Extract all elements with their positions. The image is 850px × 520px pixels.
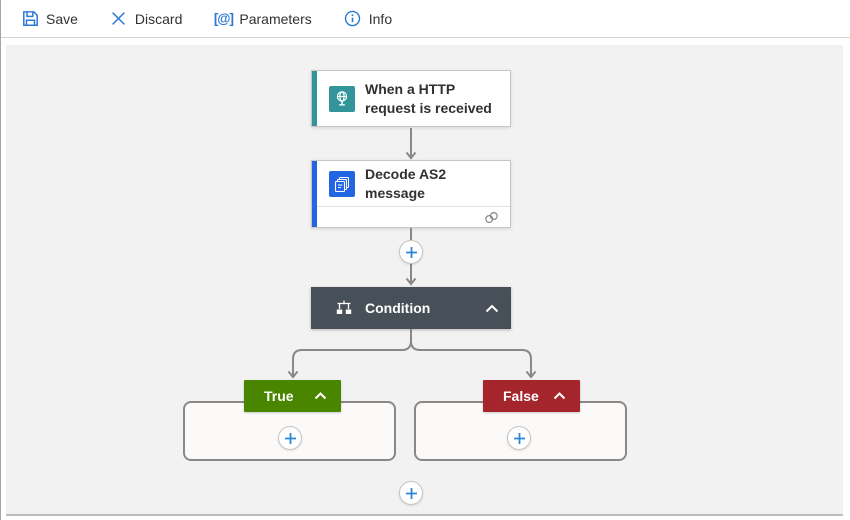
parameters-icon: [@] [213, 11, 234, 26]
condition-title: Condition [365, 300, 431, 316]
decode-as2-icon [329, 170, 355, 197]
add-action-true-button[interactable] [278, 426, 302, 450]
connection-link-icon[interactable] [483, 211, 500, 224]
true-collapse-chevron-icon[interactable] [314, 392, 327, 400]
discard-label: Discard [134, 10, 183, 27]
condition-card[interactable]: Condition [311, 287, 511, 329]
action-title: Decode AS2 message [365, 165, 447, 201]
action-card-footer [317, 206, 510, 227]
action-accent-bar [312, 161, 317, 227]
true-branch-label[interactable]: True [244, 380, 341, 412]
action-card-decode-as2[interactable]: Decode AS2 message [311, 160, 511, 228]
condition-collapse-chevron-icon[interactable] [485, 304, 499, 313]
trigger-title: When a HTTP request is received [365, 80, 492, 116]
info-label: Info [368, 10, 393, 27]
workflow-canvas: When a HTTP request is received Decode A… [6, 45, 843, 516]
false-collapse-chevron-icon[interactable] [553, 392, 566, 400]
false-label-text: False [503, 388, 539, 404]
save-label: Save [46, 10, 78, 27]
trigger-accent-bar [312, 71, 317, 126]
info-button[interactable]: Info [342, 4, 394, 34]
add-step-bottom-button[interactable] [399, 481, 423, 505]
condition-icon [335, 300, 353, 316]
connector-condition-split [287, 329, 537, 379]
save-icon [21, 10, 39, 28]
connector-trigger-to-action [405, 128, 417, 160]
parameters-label: Parameters [239, 10, 312, 27]
true-label-text: True [264, 388, 294, 404]
false-branch-label[interactable]: False [483, 380, 580, 412]
insert-step-button[interactable] [399, 240, 423, 264]
discard-icon [110, 10, 128, 28]
info-icon [344, 10, 362, 28]
designer-toolbar: Save Discard [@] Parameters Info [1, 0, 850, 38]
parameters-button[interactable]: [@] Parameters [212, 4, 313, 34]
http-request-icon [329, 85, 355, 112]
discard-button[interactable]: Discard [108, 4, 184, 34]
add-action-false-button[interactable] [507, 426, 531, 450]
trigger-card-http-request[interactable]: When a HTTP request is received [311, 70, 511, 127]
save-button[interactable]: Save [19, 4, 80, 34]
